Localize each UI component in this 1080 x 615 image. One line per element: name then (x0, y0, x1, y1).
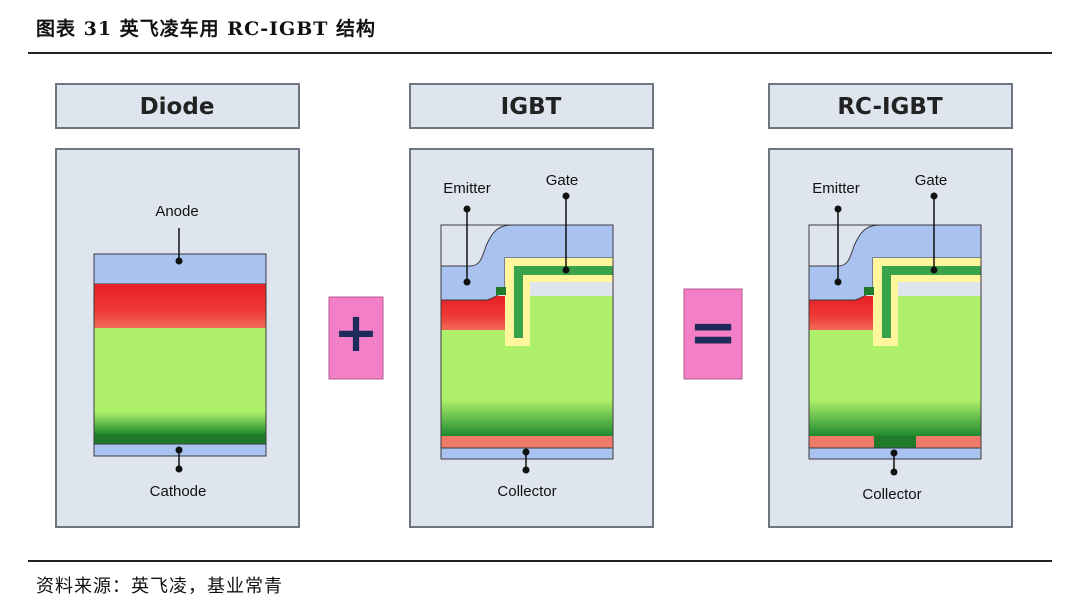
rcigbt-field-stop-gradient (809, 400, 981, 436)
rcigbt-n-plus-island (874, 436, 916, 448)
rcigbt-emitter-metal (808, 224, 982, 301)
diode-cathode-dot-top (175, 446, 183, 454)
igbt-gate-dot-top (562, 192, 570, 200)
rcigbt-emitter-dot-bottom (834, 278, 842, 286)
diode-panel: Diode Anode Cathode (55, 83, 300, 528)
igbt-field-stop-gradient (441, 400, 613, 436)
rcigbt-gate-dot-top (930, 192, 938, 200)
rcigbt-emitter-dot-top (834, 205, 842, 213)
diode-header: Diode (140, 94, 215, 120)
igbt-gate-dot-bottom (562, 266, 570, 274)
igbt-gate-contact (496, 287, 506, 295)
rcigbt-p-body (809, 296, 875, 330)
diode-drift-region (94, 328, 266, 418)
plus-sign: + (333, 301, 378, 364)
igbt-gate-label: Gate (546, 172, 579, 189)
igbt-collector-label: Collector (497, 483, 556, 500)
top-rule (28, 52, 1052, 54)
igbt-emitter-dot-bottom (463, 278, 471, 286)
rcigbt-emitter-label: Emitter (812, 180, 860, 197)
diode-cathode-dot-bottom (175, 465, 183, 473)
rcigbt-gate-poly (882, 266, 981, 338)
rcigbt-header-box (768, 83, 1013, 129)
rcigbt-panel: RC-IGBT Emitter Gate Collector (768, 83, 1013, 528)
rcigbt-stack-outline (808, 224, 982, 460)
igbt-emitter-metal (440, 224, 614, 301)
rcigbt-collector-dot-top (890, 449, 898, 457)
plus-operator: + (328, 296, 384, 380)
rcigbt-gate-contact (864, 287, 874, 295)
diode-stack-outline (93, 253, 267, 457)
igbt-collector-p-layer (441, 436, 613, 448)
diode-anode-dot (175, 257, 183, 265)
igbt-collector-dot-bottom (522, 466, 530, 474)
rcigbt-gate-oxide (873, 258, 981, 346)
rcigbt-header: RC-IGBT (837, 94, 943, 120)
equals-sign: = (689, 298, 738, 366)
equals-box (683, 288, 743, 380)
rcigbt-gate-dot-bottom (930, 266, 938, 274)
diode-header-box (55, 83, 300, 129)
figure-title: 图表 31 英飞凌车用 RC-IGBT 结构 (36, 18, 377, 40)
igbt-emitter-label: Emitter (443, 180, 491, 197)
igbt-collector-dot-top (522, 448, 530, 456)
diode-anode-label: Anode (155, 203, 198, 220)
source-note: 资料来源：英飞凌，基业常青 (36, 576, 283, 597)
igbt-emitter-dot-top (463, 205, 471, 213)
rcigbt-gate-label: Gate (915, 172, 948, 189)
diode-n-buffer-gradient (94, 412, 266, 434)
igbt-gate-oxide (505, 258, 613, 346)
igbt-stack-outline (440, 224, 614, 460)
bottom-rule (28, 560, 1052, 562)
rcigbt-collector-dot-bottom (890, 468, 898, 476)
equals-operator: = (683, 288, 743, 380)
igbt-panel: IGBT Emitter Gate Collector (409, 83, 654, 528)
igbt-header-box (409, 83, 654, 129)
diode-cathode-label: Cathode (150, 483, 207, 500)
diode-n-plus-layer (94, 434, 266, 444)
igbt-header: IGBT (501, 94, 562, 120)
igbt-p-body (441, 296, 507, 330)
rc-igbt-structure-diagram: Diode Anode Cathode + IGBT (55, 83, 1013, 528)
igbt-gate-poly (514, 266, 613, 338)
rcigbt-collector-label: Collector (862, 486, 921, 503)
diode-p-layer (94, 284, 266, 328)
plus-box (328, 296, 384, 380)
